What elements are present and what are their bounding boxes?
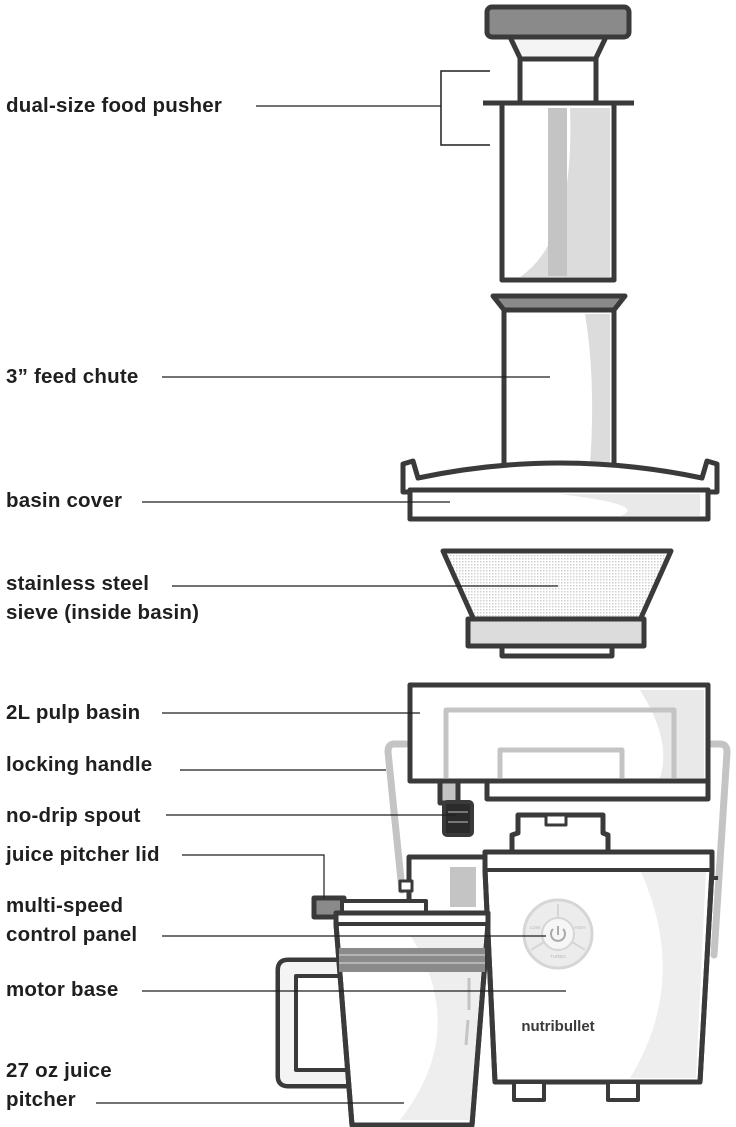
- label-food-pusher: dual-size food pusher: [6, 91, 222, 120]
- label-basin-cover-text: basin cover: [6, 489, 123, 512]
- sieve-foot: [499, 643, 615, 659]
- label-pitcher-lid-text: juice pitcher lid: [6, 843, 160, 866]
- label-spout: no-drip spout: [6, 801, 141, 830]
- label-spout-text: no-drip spout: [6, 804, 141, 827]
- leader-pitcher-lid: [182, 854, 325, 898]
- label-pulp-basin-text: 2L pulp basin: [6, 701, 141, 724]
- leader-lines: [96, 105, 566, 1104]
- label-pulp-basin: 2L pulp basin: [6, 698, 140, 727]
- label-feed-chute: 3” feed chute: [6, 362, 138, 391]
- pusher-bracket: [440, 70, 490, 146]
- power-icon: [550, 928, 566, 942]
- stainless-steel-sieve: [440, 548, 674, 659]
- label-control-line2: control panel: [6, 923, 138, 946]
- pusher-small-tube: [517, 56, 599, 106]
- label-sieve-line2: sieve (inside basin): [6, 601, 200, 624]
- label-pitcher-line1: 27 oz juice: [6, 1059, 112, 1082]
- label-food-pusher-text: dual-size food pusher: [6, 94, 223, 117]
- pusher-shading: [520, 108, 610, 277]
- pulp-basin: [407, 682, 711, 806]
- label-sieve: stainless steel sieve (inside basin): [6, 569, 199, 627]
- juice-pitcher: [275, 895, 491, 1127]
- outlet-tab: [398, 879, 414, 893]
- cover-dome: [400, 458, 720, 495]
- label-basin-cover: basin cover: [6, 486, 122, 515]
- label-pitcher: 27 oz juice pitcher: [6, 1056, 112, 1114]
- control-high-label: HIGH: [574, 925, 585, 930]
- label-locking-handle-text: locking handle: [6, 753, 153, 776]
- basin-lower-tab: [484, 778, 711, 802]
- no-drip-spout: [442, 800, 474, 837]
- chute-shading: [585, 314, 610, 465]
- label-control-line1: multi-speed: [6, 894, 124, 917]
- label-control-panel: multi-speed control panel: [6, 891, 137, 949]
- food-pusher: [483, 4, 634, 283]
- label-motor-base-text: motor base: [6, 978, 119, 1001]
- feed-chute: [490, 293, 628, 471]
- label-locking-handle: locking handle: [6, 750, 152, 779]
- label-feed-chute-text: 3” feed chute: [6, 365, 139, 388]
- pusher-center-rib: [548, 108, 567, 276]
- basin-inner-lines: [443, 707, 677, 778]
- locking-handle: [384, 740, 731, 959]
- spout-neck: [437, 778, 461, 806]
- motor-base: [398, 812, 718, 1102]
- label-motor-base: motor base: [6, 975, 119, 1004]
- label-pitcher-lid: juice pitcher lid: [6, 840, 160, 869]
- label-pitcher-line2: pitcher: [6, 1088, 76, 1111]
- pusher-cap: [484, 4, 632, 40]
- control-turbo-label: TURBO: [550, 954, 566, 959]
- control-low-label: LOW: [530, 925, 541, 930]
- basin-cover: [400, 458, 720, 522]
- brand-logo-text: nutribullet: [521, 1018, 594, 1035]
- pitcher-grip-band: [339, 948, 485, 972]
- sieve-base: [465, 616, 647, 649]
- label-sieve-line1: stainless steel: [6, 572, 150, 595]
